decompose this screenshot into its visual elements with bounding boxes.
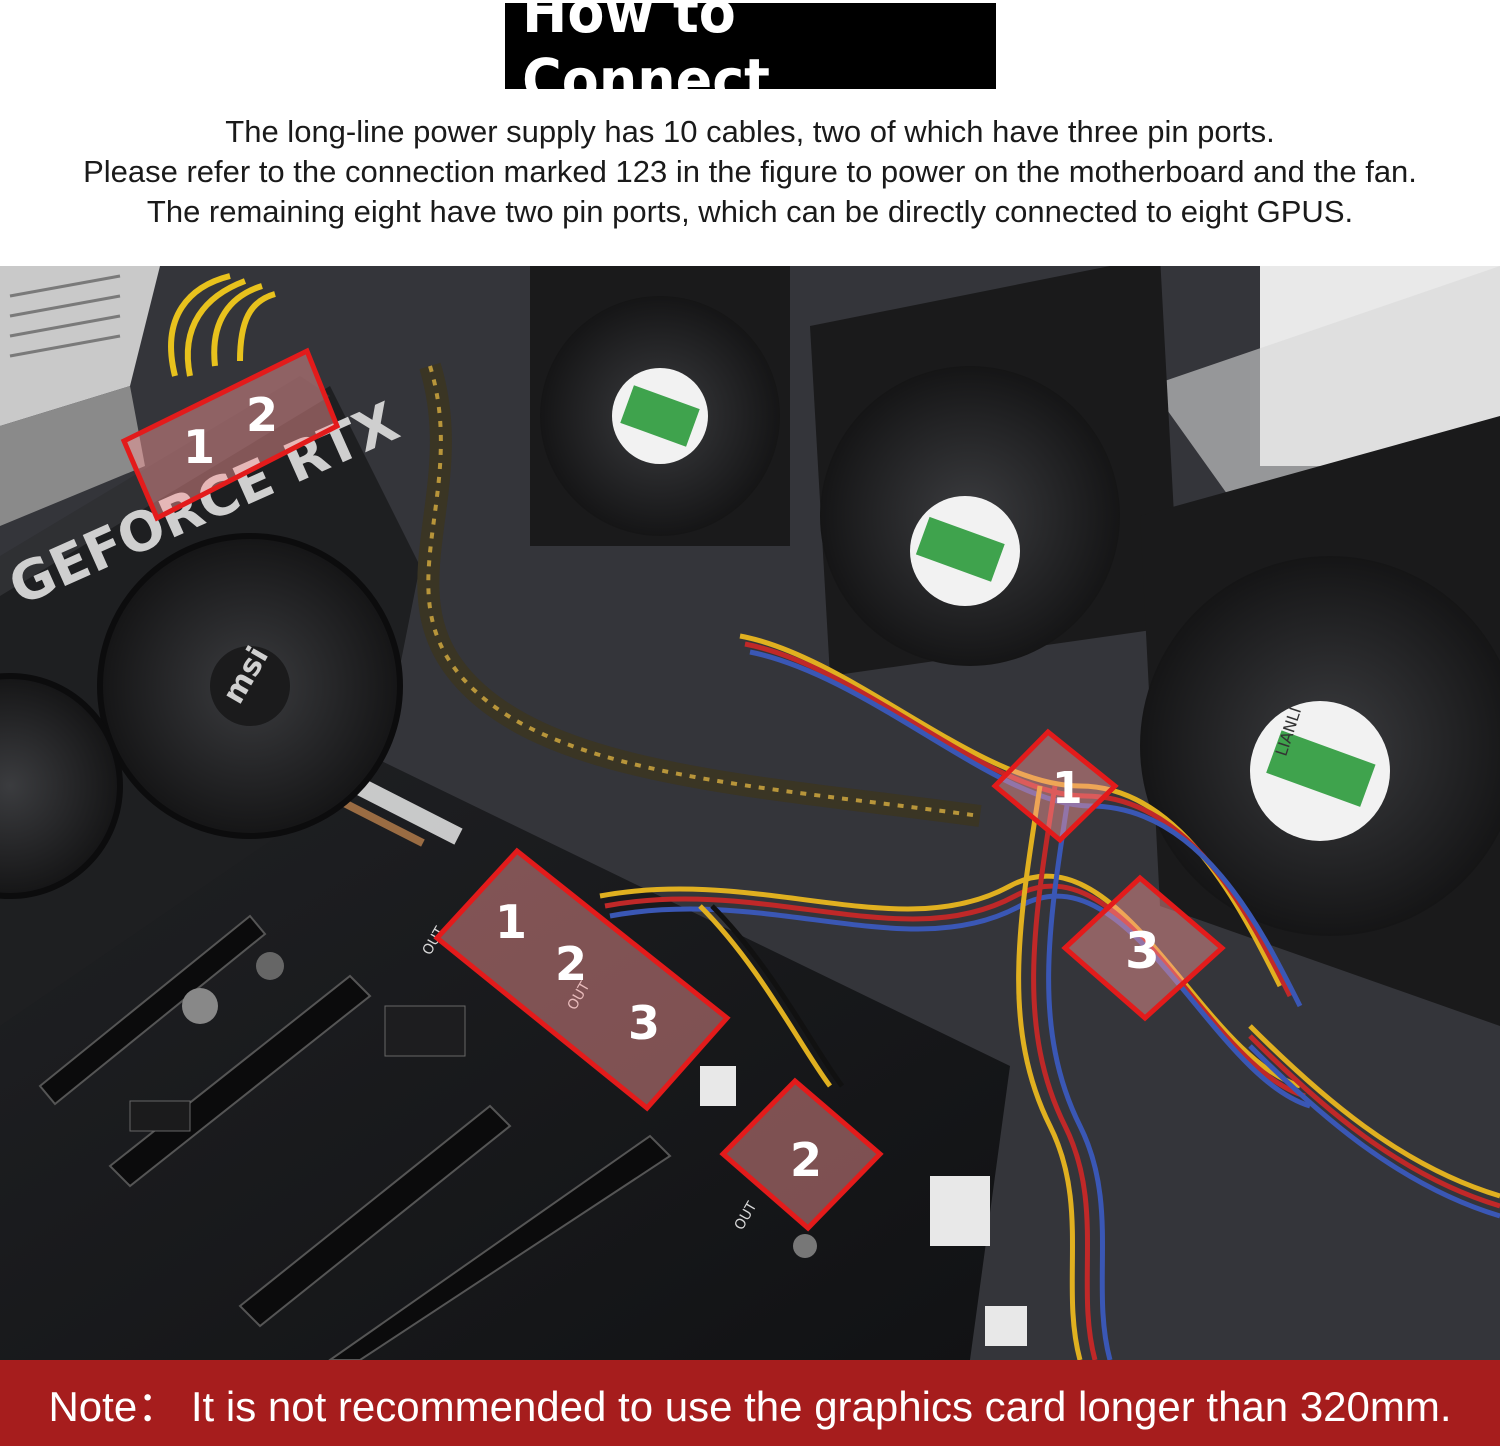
callout-right-3: 3 [1125, 922, 1160, 980]
callout-board-3: 3 [628, 996, 660, 1050]
description-line-2: Please refer to the connection marked 12… [83, 154, 1417, 189]
callout-board-power: 1 2 3 [433, 847, 731, 1112]
callout-gpu-2: 2 [246, 388, 278, 442]
motherboard: OUT OUT OUT [0, 736, 1027, 1360]
callout-board-2: 2 [555, 937, 587, 991]
callout-gpu-1: 1 [183, 420, 215, 474]
description-line-1: The long-line power supply has 10 cables… [225, 114, 1275, 149]
case-fan-1 [530, 266, 790, 546]
case-fan-3: LIANLI [1140, 416, 1500, 1026]
photo-illustration: OUT OUT OUT GEFORCE RTX msi [0, 266, 1500, 1360]
case-fan-2 [810, 266, 1180, 676]
fan-wires [599, 633, 1500, 1360]
title-banner: How to Connect [505, 0, 996, 114]
callout-bottom-2: 2 [790, 1133, 822, 1187]
power-supply [0, 266, 160, 526]
description: The long-line power supply has 10 cables… [0, 112, 1500, 232]
callout-gpu-power: 1 2 [120, 347, 341, 522]
note-text: Note： It is not recommended to use the g… [48, 1382, 1452, 1430]
callout-fan-2: 2 [719, 1077, 884, 1232]
gpu-fan-2 [0, 673, 123, 899]
note-banner: Note： It is not recommended to use the g… [0, 1360, 1500, 1446]
callout-board-1: 1 [495, 895, 527, 949]
page-title: How to Connect [522, 0, 770, 114]
callout-fan-3: 3 [1061, 874, 1226, 1022]
callout-fan-1: 1 [991, 728, 1119, 844]
callout-right-1: 1 [1052, 763, 1083, 814]
product-photo: OUT OUT OUT GEFORCE RTX msi [0, 266, 1500, 1360]
description-line-3: The remaining eight have two pin ports, … [146, 194, 1354, 229]
